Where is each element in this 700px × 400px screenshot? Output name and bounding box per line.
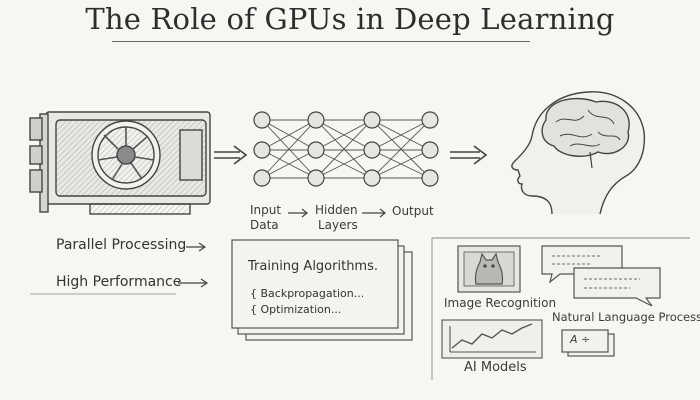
cat-image-icon	[457, 245, 521, 293]
node-input-2	[253, 141, 271, 159]
input-label: Input	[250, 203, 282, 217]
network-nodes	[253, 111, 439, 187]
benefit-arrows	[30, 242, 209, 295]
page-title: The Role of GPUs in Deep Learning	[85, 2, 615, 36]
arrow-gpu-to-network	[214, 145, 248, 165]
training-box-frame	[231, 239, 413, 341]
node-hidden1-2	[307, 141, 325, 159]
node-output-3	[421, 169, 439, 187]
training-item-backpropagation: { Backpropagation...	[250, 287, 365, 300]
node-hidden2-2	[363, 141, 381, 159]
brain-head-icon	[511, 91, 646, 215]
gpu-card-icon	[29, 111, 211, 215]
benefit-high-performance: High Performance	[56, 274, 182, 290]
ai-models-label: AI Models	[464, 360, 527, 375]
label-arrows	[288, 208, 386, 218]
hidden-label: Hidden	[315, 203, 358, 217]
node-hidden2-1	[363, 111, 381, 129]
image-recognition-label: Image Recognition	[444, 296, 557, 310]
node-input-1	[253, 111, 271, 129]
node-input-3	[253, 169, 271, 187]
output-label: Output	[392, 204, 434, 218]
translation-card-icon	[561, 329, 615, 357]
arrow-network-to-head	[450, 145, 488, 165]
node-output-1	[421, 111, 439, 129]
node-output-2	[421, 141, 439, 159]
node-hidden1-1	[307, 111, 325, 129]
line-chart-icon	[441, 319, 543, 359]
benefit-parallel-processing: Parallel Processing	[56, 237, 187, 253]
translation-glyphs: A ∻	[570, 333, 591, 346]
input-label-line2: Data	[250, 218, 279, 232]
node-hidden1-3	[307, 169, 325, 187]
nlp-label: Natural Language Processing	[552, 310, 700, 324]
network-edges	[261, 119, 431, 179]
hidden-label-line2: Layers	[318, 218, 358, 232]
node-hidden2-3	[363, 169, 381, 187]
application-frame	[431, 237, 690, 380]
chat-bubbles-icon	[541, 245, 661, 307]
title-underline	[112, 41, 530, 42]
training-heading: Training Algorithms.	[248, 259, 378, 274]
training-item-optimization: { Optimization...	[250, 303, 342, 316]
